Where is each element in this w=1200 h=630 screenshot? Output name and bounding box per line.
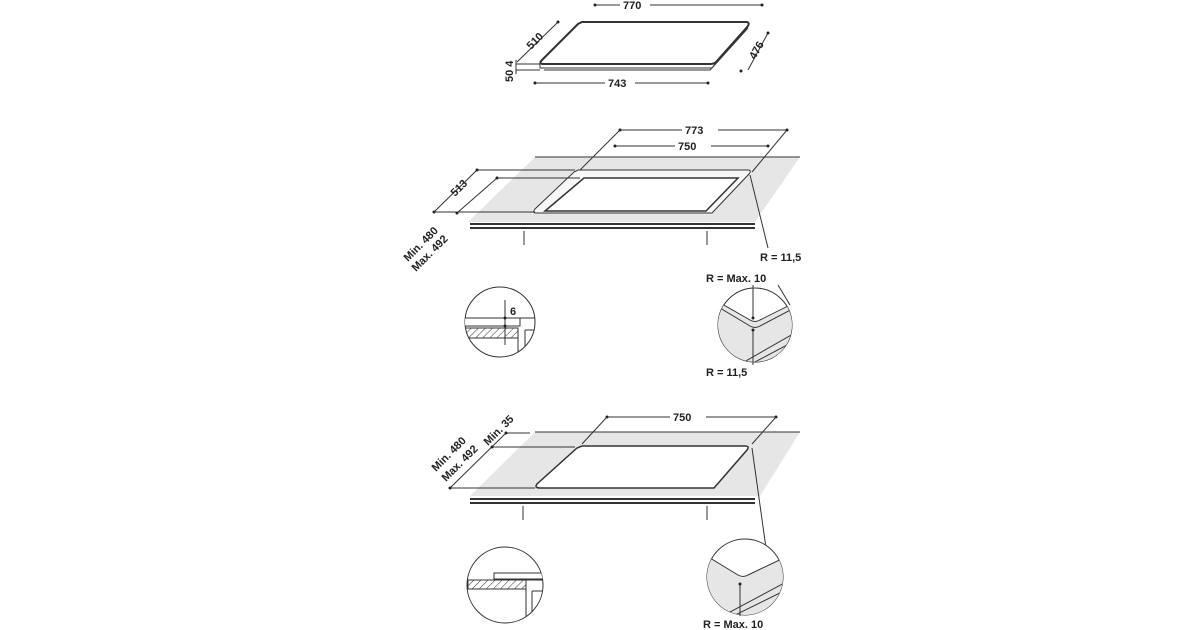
standard-edge-detail — [466, 546, 544, 624]
standard-corner-detail: R = Max. 10 — [703, 538, 784, 630]
flush-cutout-drawing: 773 750 513 Min. 480 Max. 492 R = 11,5 — [402, 123, 801, 274]
hob-base-width-label: 743 — [608, 78, 626, 90]
corner-radius-detail-label: R = 11,5 — [706, 367, 747, 379]
standard-corner-radius-label: R = Max. 10 — [703, 619, 763, 630]
hob-width-label: 770 — [623, 0, 641, 12]
flush-edge-detail: 6 — [464, 286, 536, 358]
hob-drawing: 770 510 476 743 50 4 — [504, 0, 770, 90]
corner-radius-label: R = 11,5 — [760, 252, 801, 264]
hob-depth-label: 510 — [525, 31, 546, 52]
front-margin-label: Min. 35 — [482, 413, 517, 448]
flush-corner-detail: R = Max. 10 R = 11,5 — [706, 273, 793, 379]
outer-width-label: 773 — [685, 125, 703, 137]
hob-height-label: 50 4 — [504, 60, 516, 82]
inner-width-label: 750 — [678, 141, 696, 153]
standard-width-label: 750 — [673, 412, 691, 424]
corner-radius-max-label: R = Max. 10 — [706, 273, 766, 285]
recess-depth-label: 6 — [510, 306, 516, 318]
standard-cutout-drawing: 750 Min. 480 Max. 492 Min. 35 — [430, 410, 800, 549]
outer-depth-label: 513 — [449, 178, 470, 199]
hob-base-depth-label: 476 — [747, 40, 767, 62]
